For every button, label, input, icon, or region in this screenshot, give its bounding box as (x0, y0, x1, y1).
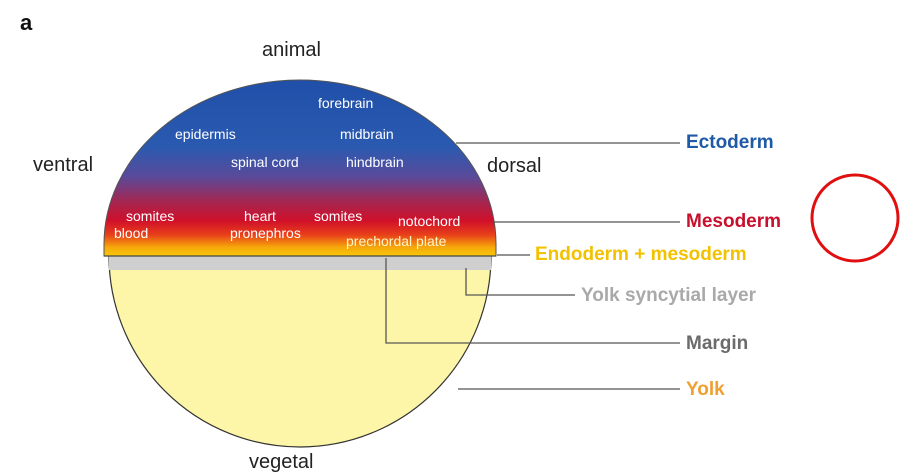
somites-mid-label: somites (314, 209, 362, 223)
hindbrain-label: hindbrain (346, 155, 404, 169)
yolk-region (109, 256, 491, 447)
notochord-label: notochord (398, 214, 460, 228)
ysl-label: Yolk syncytial layer (581, 286, 756, 305)
margin-label: Margin (686, 334, 748, 353)
animal-pole-label: animal (262, 40, 321, 60)
annotation-circle (812, 175, 898, 261)
panel-letter: a (20, 12, 32, 34)
prechordal-plate-label: prechordal plate (346, 234, 446, 248)
ectoderm-label: Ectoderm (686, 133, 774, 152)
dorsal-label: dorsal (487, 156, 541, 176)
spinal-cord-label: spinal cord (231, 155, 299, 169)
somites-ventral-label: somites (126, 209, 174, 223)
pronephros-label: pronephros (230, 226, 301, 240)
yolk-label: Yolk (686, 380, 725, 399)
ventral-label: ventral (33, 155, 93, 175)
ysl-band (109, 256, 491, 270)
endo-meso-label: Endoderm + mesoderm (535, 245, 747, 264)
vegetal-pole-label: vegetal (249, 452, 314, 472)
midbrain-label: midbrain (340, 127, 394, 141)
forebrain-label: forebrain (318, 96, 373, 110)
epidermis-label: epidermis (175, 127, 236, 141)
blood-label: blood (114, 226, 148, 240)
mesoderm-label: Mesoderm (686, 212, 781, 231)
heart-label: heart (244, 209, 276, 223)
